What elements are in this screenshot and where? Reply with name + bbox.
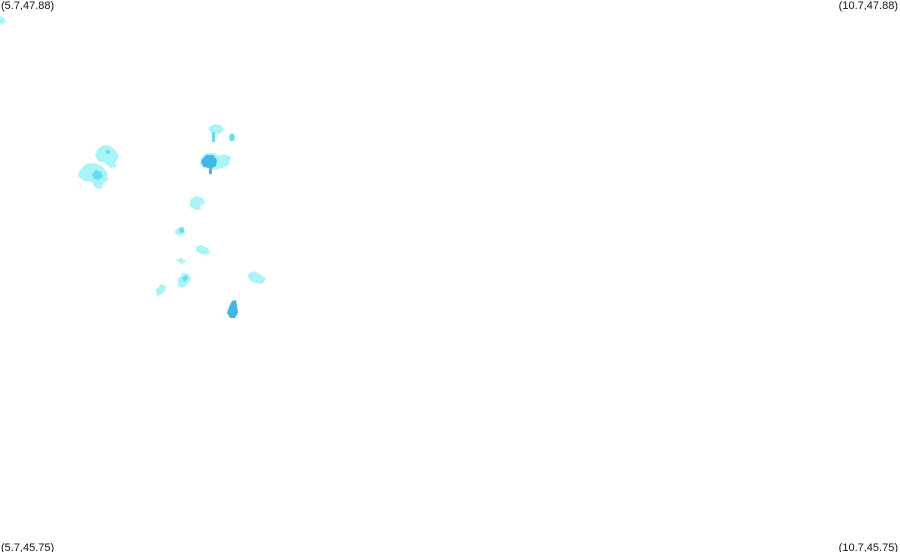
cluster-south-d-dark bbox=[227, 300, 238, 318]
cluster-west bbox=[78, 145, 119, 189]
cluster-middle-a-light bbox=[190, 196, 205, 210]
cluster-north-main-dark bbox=[201, 155, 217, 174]
cluster-middle bbox=[174, 196, 210, 264]
cluster-north bbox=[200, 124, 235, 174]
cluster-south-b-light bbox=[156, 284, 166, 296]
cluster-west-upper-light bbox=[95, 145, 119, 168]
cluster-north-top-light bbox=[208, 124, 224, 134]
cluster-south-c-light bbox=[248, 271, 266, 284]
corner-label-bottom-right: (10.7,45.75) bbox=[838, 542, 898, 552]
cluster-south-a-medium bbox=[182, 275, 188, 282]
corner-label-top-left: (5.7,47.88) bbox=[1, 0, 55, 12]
cluster-south bbox=[156, 271, 266, 318]
corner-label-top-right: (10.7,47.88) bbox=[838, 0, 898, 12]
cluster-north-stem-medium bbox=[212, 132, 215, 142]
cluster-middle-b-medium bbox=[179, 227, 184, 233]
cluster-edge-light bbox=[0, 16, 6, 24]
cluster-north-small-medium bbox=[229, 133, 235, 141]
cluster-middle-c-light bbox=[195, 245, 210, 255]
cluster-middle-d-light bbox=[176, 258, 186, 264]
cluster-edge bbox=[0, 16, 6, 24]
cluster-west-medium bbox=[92, 170, 103, 180]
corner-label-bottom-left: (5.7,45.75) bbox=[1, 542, 55, 552]
cluster-west-dot bbox=[106, 150, 110, 154]
